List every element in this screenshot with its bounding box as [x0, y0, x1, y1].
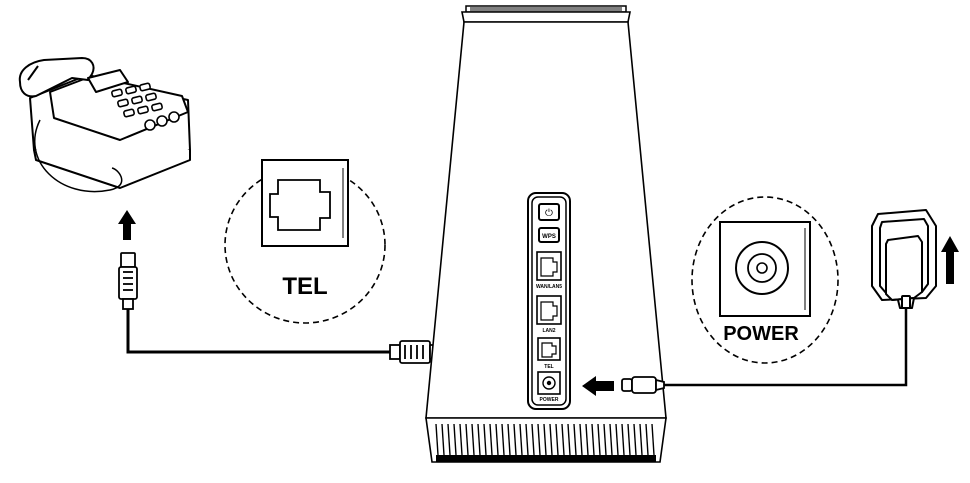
vent-slot [597, 423, 601, 456]
vent-slot [489, 423, 493, 456]
lan-port-label: LAN2 [542, 328, 555, 334]
vent-slot [471, 423, 475, 456]
power-port-callout: POWER [691, 196, 839, 364]
telephone [18, 57, 191, 193]
wps-button-label: WPS [542, 234, 556, 240]
vent-slot [585, 423, 589, 456]
vent-slot [477, 423, 481, 456]
dc-jack-icon [735, 241, 789, 295]
tel-cable [126, 309, 390, 354]
power-cable [664, 308, 908, 387]
vent-slot [615, 423, 619, 456]
tel-port-label: TEL [544, 364, 553, 370]
vent-slot [651, 423, 655, 456]
vent-slot [483, 423, 487, 456]
tel-port-callout: TEL [224, 159, 386, 324]
vent-slot [501, 423, 505, 456]
vent-slot [459, 423, 463, 456]
tel-cable-plug-icon [118, 252, 138, 310]
vent-slot [561, 423, 565, 456]
vent-slot [465, 423, 469, 456]
vent-slot [639, 423, 643, 456]
wan-lan-port-label: WAN/LAN5 [536, 284, 562, 290]
vent-slot [609, 423, 613, 456]
vent-slot [513, 423, 517, 456]
vent-slot [531, 423, 535, 456]
router: ⏻ WPS WAN/LAN5 LAN2 TEL POWER [425, 5, 667, 463]
rj11-port-icon [269, 179, 331, 231]
vent-slot [435, 423, 439, 456]
vent-slot [621, 423, 625, 456]
vent-slot [495, 423, 499, 456]
vent-slot [447, 423, 451, 456]
vent-slot [645, 423, 649, 456]
vent-slot [519, 423, 523, 456]
vent-slot [633, 423, 637, 456]
router-power-button[interactable] [538, 203, 560, 221]
vent-slot [603, 423, 607, 456]
vent-slot [555, 423, 559, 456]
vent-slot [549, 423, 553, 456]
vent-slot [579, 423, 583, 456]
vent-slot [537, 423, 541, 456]
power-cable-plug-icon [621, 376, 665, 394]
arrow-left-icon [582, 376, 614, 396]
vent-slot [453, 423, 457, 456]
arrow-up-icon [118, 210, 136, 240]
vent-slot [573, 423, 577, 456]
power-socket-label: POWER [540, 397, 559, 403]
tel-callout-label: TEL [282, 273, 327, 300]
vent-slot [525, 423, 529, 456]
vent-slot [627, 423, 631, 456]
power-symbol-icon: ⏻ [545, 208, 553, 219]
arrow-up-icon-power [941, 236, 959, 284]
vent-slot [567, 423, 571, 456]
power-callout-label: POWER [723, 323, 799, 345]
wall-outlet-adapter-icon [871, 209, 937, 309]
vent-slot [591, 423, 595, 456]
router-wps-button[interactable] [538, 227, 560, 243]
vent-slot [441, 423, 445, 456]
vent-slot [543, 423, 547, 456]
vent-slot [507, 423, 511, 456]
